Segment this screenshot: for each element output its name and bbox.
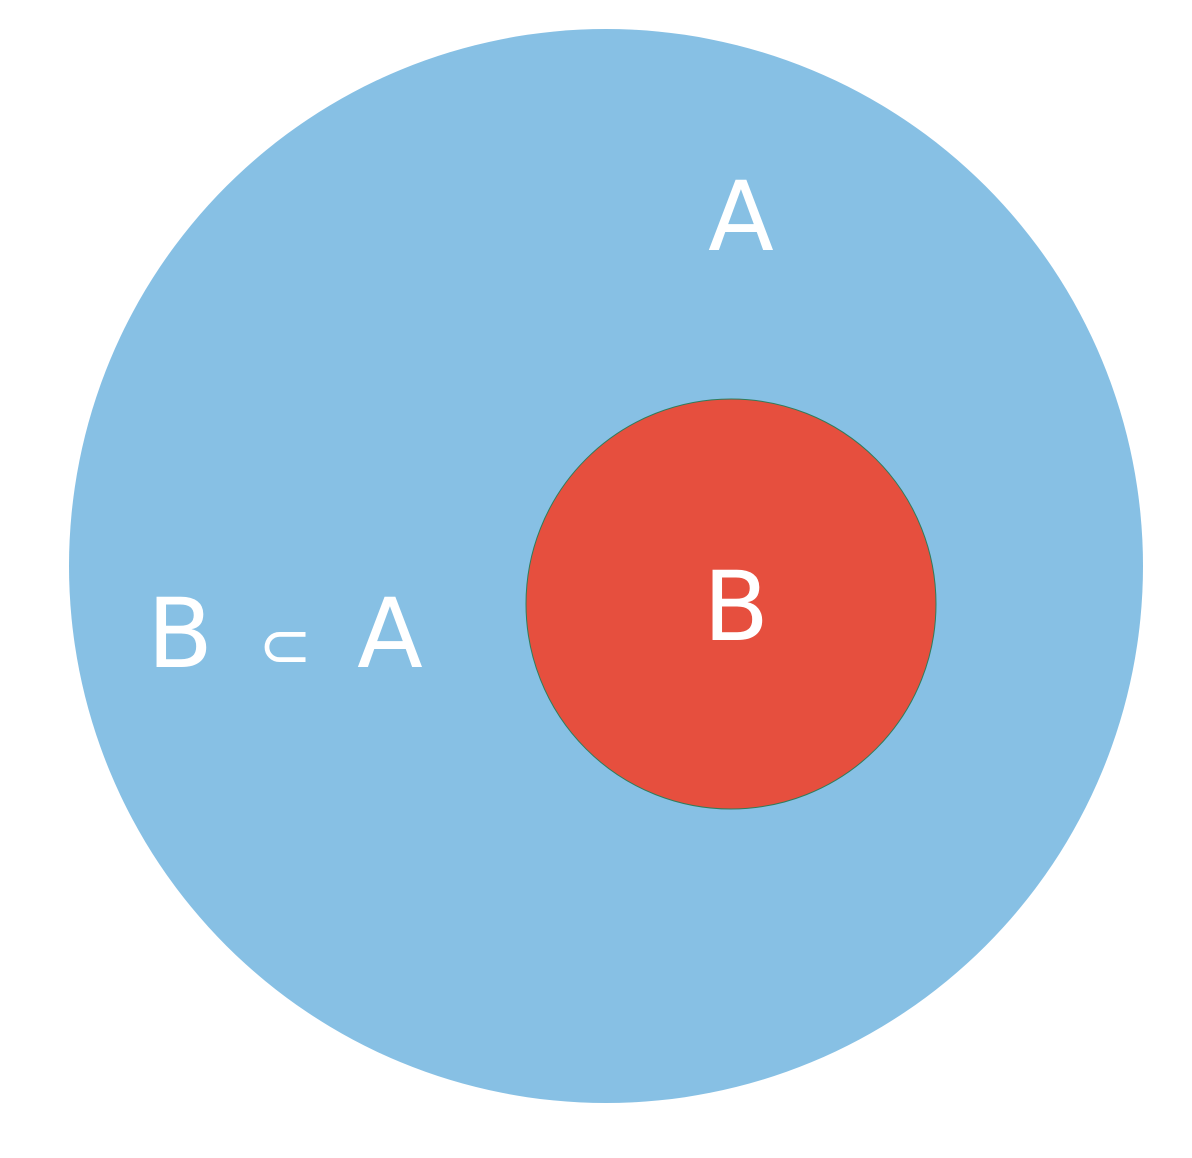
subset-relation: B ⊂ A bbox=[147, 578, 423, 690]
set-a-label: A bbox=[708, 161, 774, 273]
set-b-circle bbox=[525, 398, 937, 810]
relation-right-set: A bbox=[357, 578, 423, 690]
relation-left-set: B bbox=[147, 578, 213, 690]
subset-symbol-icon: ⊂ bbox=[258, 609, 312, 683]
set-b-label: B bbox=[703, 551, 769, 663]
